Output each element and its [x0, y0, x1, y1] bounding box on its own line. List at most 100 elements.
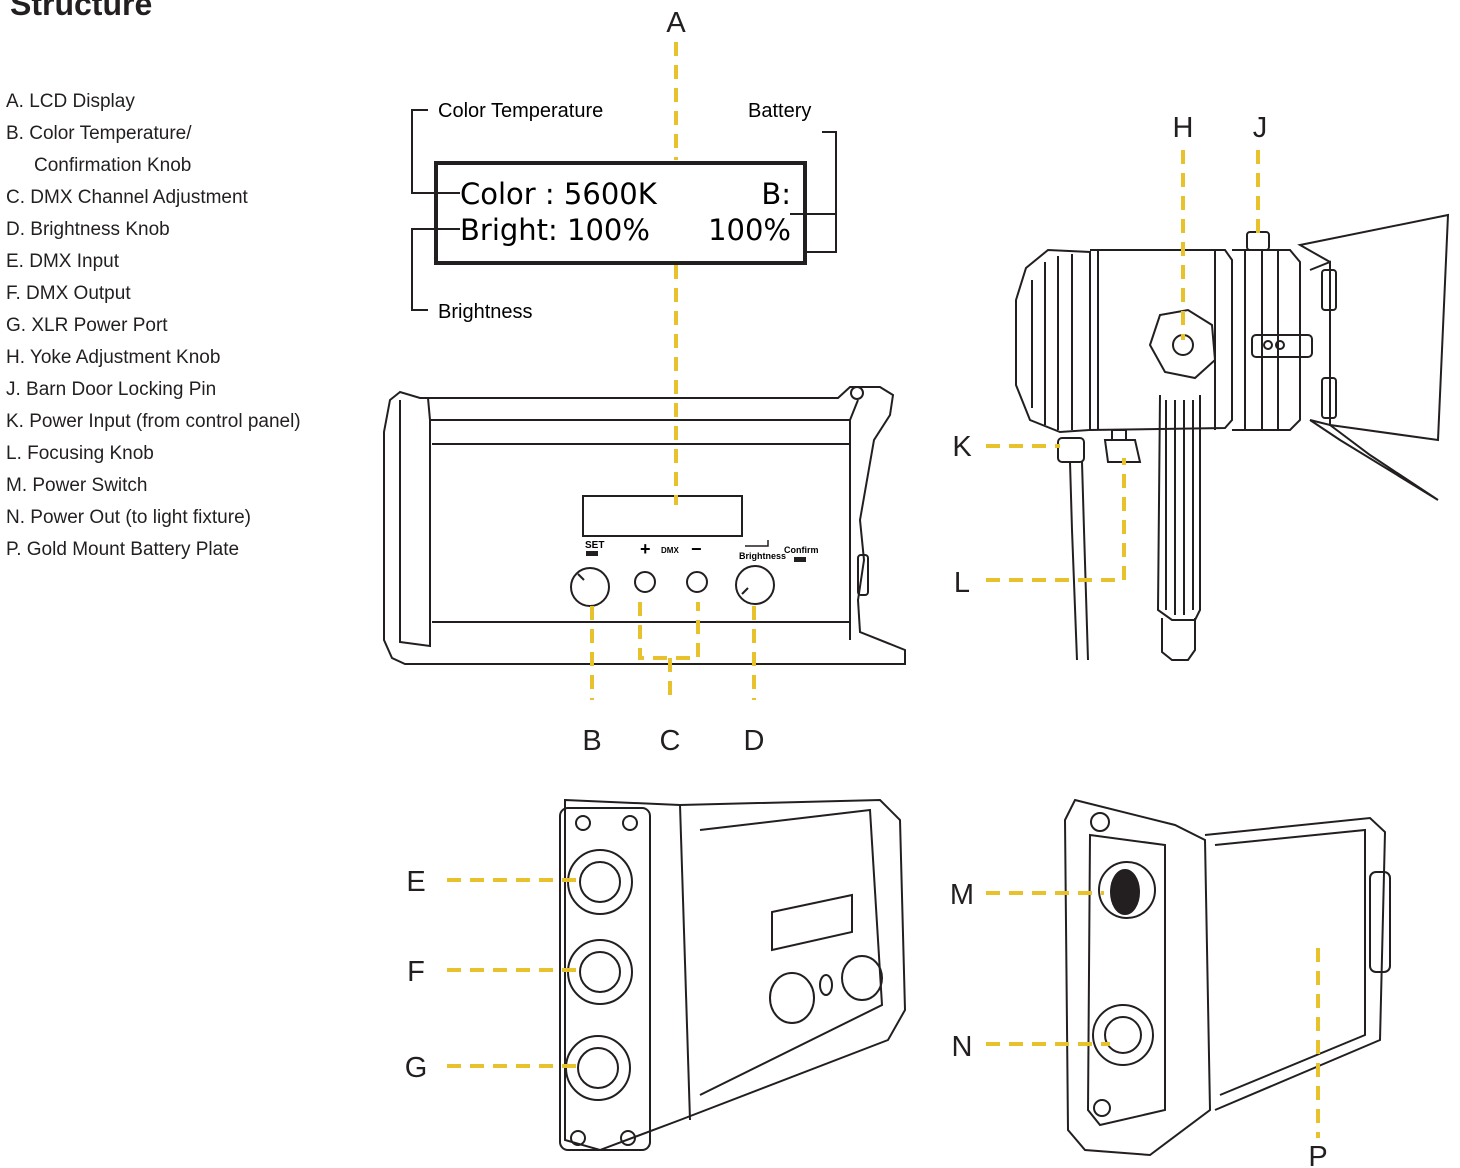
yoke-arm — [1156, 394, 1201, 621]
barn-door-clip-2 — [1321, 377, 1337, 419]
callout-l: L — [954, 567, 970, 599]
callout-e: E — [406, 866, 425, 898]
callout-n: N — [952, 1031, 973, 1063]
callout-k: K — [952, 431, 972, 463]
callout-d: D — [744, 725, 765, 757]
yoke-adjustment-knob[interactable] — [1148, 308, 1217, 380]
brightness-bracket — [411, 228, 460, 311]
battery-box-front — [1063, 798, 1212, 1157]
legend-item-e: E. DMX Input — [6, 251, 119, 272]
battery-label: Battery — [748, 100, 811, 122]
fresnel-ring — [1232, 249, 1301, 431]
plate-screw-1 — [575, 815, 591, 831]
corner-screw — [850, 386, 864, 400]
lcd-line1-right: B: — [761, 177, 791, 211]
panel-confirm-label: Confirm — [784, 545, 819, 555]
color-temperature-bracket — [411, 109, 460, 194]
panel-lcd-window — [582, 495, 743, 537]
control-box-outline — [383, 386, 906, 665]
leader-lines — [447, 42, 1320, 1138]
callout-p: P — [1308, 1141, 1327, 1168]
callout-m: M — [950, 879, 974, 911]
dmx-input-port — [567, 849, 633, 915]
bracket-screw-1 — [1263, 340, 1273, 350]
legend-item-c: C. DMX Channel Adjustment — [6, 187, 248, 208]
legend-item-l: L. Focusing Knob — [6, 443, 154, 464]
lcd-line1-left: Color : 5600K — [460, 177, 658, 211]
fixture-body — [1089, 249, 1233, 431]
battery-box-corner-screw — [1090, 812, 1110, 832]
callout-h: H — [1173, 112, 1194, 144]
page-title: Structure — [10, 0, 153, 22]
legend-item-n: N. Power Out (to light fixture) — [6, 507, 251, 528]
battery-box-bottom-screw — [1093, 1099, 1111, 1117]
dmx-output-port — [567, 939, 633, 1005]
dmx-plus-button[interactable] — [634, 571, 656, 593]
power-switch[interactable] — [1110, 869, 1140, 915]
yoke-handle-end — [1161, 618, 1196, 661]
control-box-side-view — [559, 798, 907, 1152]
control-box-front — [383, 386, 906, 665]
callout-b: B — [582, 725, 601, 757]
parts-legend: A. LCD Display B. Color Temperature/ Con… — [6, 86, 301, 566]
legend-item-d: D. Brightness Knob — [6, 219, 170, 240]
fixture-rear-housing — [1015, 248, 1091, 434]
panel-brightness-arrow — [745, 540, 769, 547]
battery-plate-latch — [1369, 871, 1391, 973]
fresnel-ring-lines — [1244, 250, 1279, 430]
set-knob[interactable] — [570, 567, 610, 607]
side-brightness-knob[interactable] — [841, 955, 883, 1001]
dmx-label: DMX — [661, 546, 679, 555]
yoke-grip-lines — [1165, 400, 1194, 615]
legend-item-k: K. Power Input (from control panel) — [6, 411, 301, 432]
set-knob-indicator — [577, 573, 585, 581]
plate-screw-2 — [622, 815, 638, 831]
set-label: SET — [585, 540, 604, 551]
dmx-minus-button[interactable] — [686, 571, 708, 593]
dmx-output-port-inner — [579, 951, 621, 993]
callout-g: G — [405, 1052, 428, 1084]
gold-mount-battery-plate — [1214, 828, 1366, 1096]
color-temperature-label: Color Temperature — [438, 100, 603, 122]
side-dmx-button[interactable] — [819, 974, 833, 996]
brightness-knob-indicator — [741, 587, 749, 595]
legend-item-h: H. Yoke Adjustment Knob — [6, 347, 221, 368]
side-box-edge — [679, 804, 691, 1121]
lcd-detail: Color : 5600K B: Bright: 100% 100% Color… — [411, 100, 837, 323]
lcd-line2-right: 100% — [708, 213, 791, 247]
power-out-port — [1092, 1004, 1154, 1066]
control-box-left-handle — [399, 400, 431, 648]
callout-a: A — [666, 7, 686, 39]
legend-item-a: A. LCD Display — [6, 91, 135, 112]
side-box-panel — [699, 808, 884, 1096]
legend-item-p: P. Gold Mount Battery Plate — [6, 539, 240, 560]
connector-plate — [559, 807, 651, 1151]
side-set-knob[interactable] — [769, 972, 815, 1024]
side-box-outline — [564, 798, 907, 1152]
control-box-top-rail — [427, 397, 859, 421]
dmx-plus-label: + — [640, 539, 651, 559]
battery-box-front-inner — [1086, 833, 1166, 1127]
power-switch-housing — [1098, 861, 1156, 919]
leader-l — [986, 458, 1126, 582]
legend-item-f: F. DMX Output — [6, 283, 131, 304]
battery-plate-outline — [1204, 816, 1387, 1111]
callout-c: C — [660, 725, 681, 757]
lcd-line2-left: Bright: 100% — [460, 213, 650, 247]
focusing-knob-stem — [1111, 429, 1127, 441]
legend-item-g: G. XLR Power Port — [6, 315, 168, 336]
dmx-minus-label: − — [691, 539, 702, 559]
dmx-input-port-inner — [579, 861, 621, 903]
power-out-port-inner — [1104, 1016, 1142, 1054]
confirm-label-icon — [794, 557, 806, 562]
side-connector — [857, 554, 869, 596]
legend-item-b: B. Color Temperature/ — [6, 123, 192, 144]
barn-door-locking-pin — [1246, 231, 1270, 251]
leader-c-bracket — [638, 602, 700, 660]
barn-door-bottom — [1309, 419, 1439, 501]
brightness-knob[interactable] — [735, 565, 775, 605]
battery-bracket — [805, 131, 837, 253]
barn-door-top — [1297, 213, 1450, 442]
brightness-label: Brightness — [438, 301, 533, 323]
